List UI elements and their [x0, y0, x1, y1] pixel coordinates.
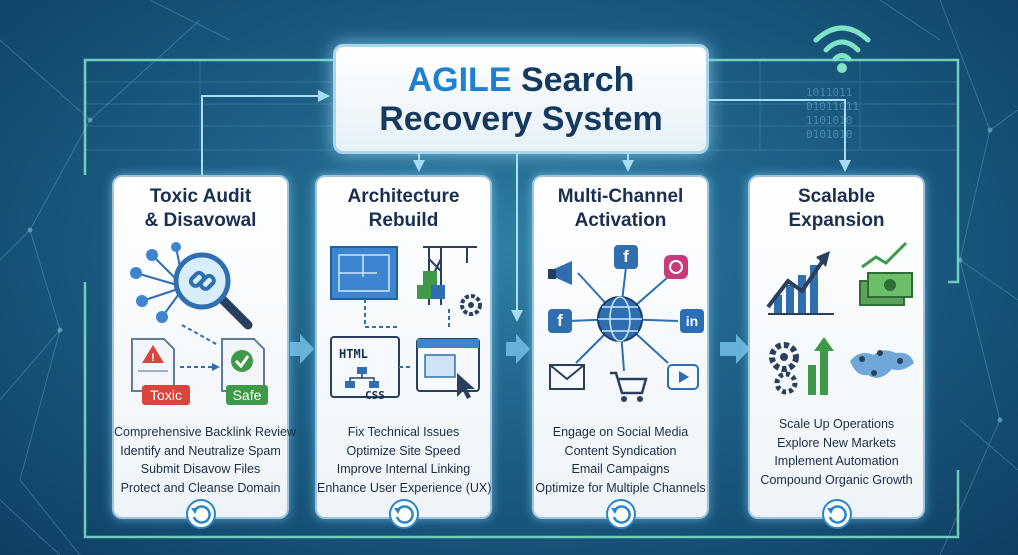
- card-title: Architecture Rebuild: [317, 185, 490, 233]
- list-item: Comprehensive Backlink Review: [114, 425, 297, 439]
- card-title-line: Toxic Audit: [149, 186, 252, 207]
- binary-line: 01011011: [806, 100, 859, 113]
- blueprint-icon: [330, 246, 398, 300]
- linkedin-label: in: [685, 313, 699, 329]
- list-item: Enhance User Experience (UX): [317, 480, 492, 495]
- card-title-line: Scalable: [797, 186, 876, 207]
- card-title: Multi-Channel Activation: [534, 185, 707, 233]
- list-item: Optimize Site Speed: [346, 443, 461, 458]
- card-list: Engage on Social Media Content Syndicati…: [534, 423, 707, 497]
- safe-badge: Safe: [226, 385, 268, 405]
- wifi-icon: [810, 14, 874, 83]
- list-item: Scale Up Operations: [778, 417, 895, 431]
- card-title-line: Rebuild: [368, 210, 439, 231]
- facebook-icon: [548, 309, 572, 333]
- title-line1-rest: Search: [511, 61, 635, 99]
- list-item: Content Syndication: [564, 443, 677, 458]
- list-item: Improve Internal Linking: [336, 462, 471, 476]
- document-toxic-icon: !: [131, 338, 175, 392]
- document-safe-icon: [221, 338, 265, 392]
- title-line-1: AGILE Search: [336, 61, 706, 99]
- binary-line: 1101010: [806, 114, 853, 127]
- browser-cursor-icon: [416, 338, 480, 399]
- list-item: Submit Disavow Files: [140, 462, 261, 476]
- binary-decoration: 1011011 01011011 1101010 0101010: [806, 86, 859, 142]
- card-scalable-expansion: Scalable Expansion Scale: [748, 175, 925, 529]
- money-icon: [859, 241, 913, 306]
- facebook-icon: [614, 245, 638, 269]
- gears-icon: [769, 342, 799, 395]
- code-window-icon: [330, 336, 400, 398]
- list-item: Implement Automation: [774, 454, 899, 468]
- list-item: Protect and Cleanse Domain: [120, 480, 281, 495]
- card-title-line: Expansion: [788, 210, 885, 231]
- megaphone-icon: [548, 261, 572, 285]
- card-list: Comprehensive Backlink Review Identify a…: [114, 423, 297, 497]
- card-title-line: Multi-Channel: [557, 186, 684, 207]
- cart-icon: [610, 371, 648, 402]
- email-icon: [549, 364, 585, 390]
- list-item: Compound Organic Growth: [760, 472, 913, 487]
- list-item: Optimize for Multiple Channels: [535, 480, 706, 495]
- card-title-line: Activation: [574, 210, 667, 231]
- card-title: Scalable Expansion: [750, 185, 923, 233]
- card-title-line: & Disavowal: [144, 210, 257, 231]
- list-item: Identify and Neutralize Spam: [120, 443, 281, 458]
- css-label: CSS: [365, 389, 385, 402]
- svg-text:!: !: [151, 352, 155, 364]
- cycle-icon: [185, 499, 216, 529]
- magnifier-icon: [173, 252, 253, 330]
- card-multi-channel: Multi-Channel Activation f f in Engage o…: [532, 175, 709, 529]
- growth-chart-icon: [766, 251, 834, 315]
- list-item: Engage on Social Media: [552, 425, 689, 439]
- world-map-icon: [850, 350, 914, 378]
- card-architecture-rebuild: Architecture Rebuild HTML CSS: [315, 175, 492, 529]
- cycle-icon: [605, 499, 636, 529]
- list-item: Fix Technical Issues: [347, 425, 460, 439]
- html-label: HTML: [339, 347, 368, 361]
- facebook-label: f: [623, 247, 629, 266]
- title-line-2: Recovery System: [379, 100, 663, 138]
- card-toxic-audit: Toxic Audit & Disavowal !: [112, 175, 297, 529]
- cycle-icon: [388, 499, 419, 529]
- card-list: Scale Up Operations Explore New Markets …: [750, 415, 923, 489]
- instagram-icon: [664, 255, 688, 279]
- crane-icon: [417, 246, 477, 305]
- cycle-icon: [821, 499, 852, 529]
- card-title-line: Architecture: [347, 186, 460, 207]
- linkedin-icon: [680, 309, 704, 333]
- globe-icon: [597, 296, 643, 342]
- card-list: Fix Technical Issues Optimize Site Speed…: [317, 423, 492, 497]
- video-icon: [667, 364, 699, 390]
- list-item: Email Campaigns: [571, 462, 670, 476]
- title-accent: AGILE: [407, 61, 512, 99]
- binary-line: 0101010: [806, 128, 853, 141]
- list-item: Explore New Markets: [777, 435, 896, 450]
- gear-icon: [460, 294, 482, 316]
- card-title: Toxic Audit & Disavowal: [114, 185, 287, 233]
- title-box: AGILE Search Recovery System: [333, 44, 709, 154]
- facebook-label: f: [557, 311, 563, 330]
- arrow-up-icon: [808, 337, 834, 395]
- binary-line: 1011011: [806, 86, 853, 99]
- toxic-badge: Toxic: [142, 385, 190, 405]
